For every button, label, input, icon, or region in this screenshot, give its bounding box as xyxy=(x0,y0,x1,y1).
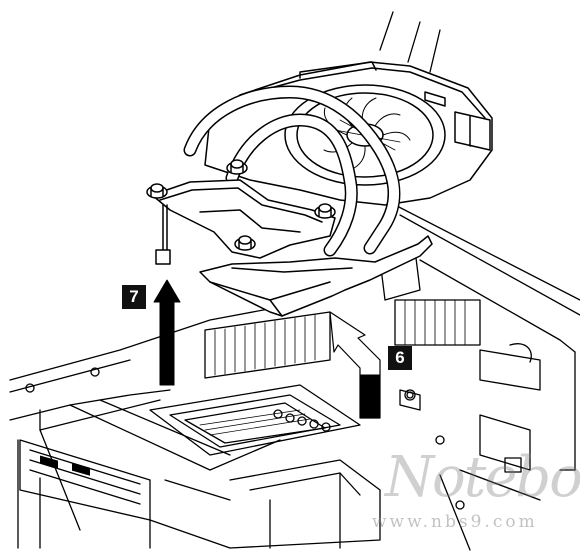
system-board-chassis xyxy=(9,11,580,551)
arrow-step-6 xyxy=(329,311,381,419)
arrow-step-7 xyxy=(153,279,181,386)
watermark-logo: Notebook xyxy=(385,445,580,510)
screw-2 xyxy=(226,159,248,175)
watermark-url: www.nbs9.com xyxy=(372,512,538,532)
screw-4 xyxy=(234,235,256,251)
screw-1 xyxy=(146,183,168,199)
heatsink-fan-assembly xyxy=(146,61,493,317)
screw-3 xyxy=(314,203,336,219)
step-6-badge: 6 xyxy=(388,346,412,370)
step-7-badge: 7 xyxy=(122,285,146,309)
